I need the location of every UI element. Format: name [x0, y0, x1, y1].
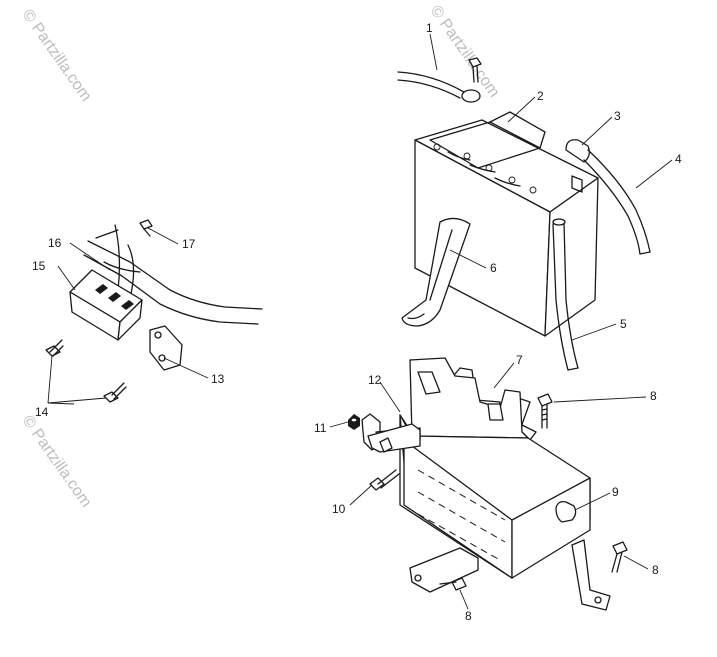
callout-8-right: 8	[652, 563, 659, 577]
callout-1: 1	[426, 21, 433, 35]
callout-13: 13	[211, 372, 225, 386]
callout-4: 4	[675, 152, 682, 166]
callout-12: 12	[368, 373, 382, 387]
callout-labels: 1 2 3 4 5 6 7 8 8 8 9 10 11 12 13 14 15 …	[32, 21, 682, 623]
bolt-8b-icon	[611, 541, 628, 573]
frame-tube-lower	[83, 254, 259, 325]
cable-4	[565, 139, 651, 255]
bolt-14b-icon	[103, 382, 127, 403]
callout-11: 11	[314, 421, 327, 435]
vent-tube	[552, 218, 579, 371]
left-assembly	[45, 219, 263, 403]
callout-8-top: 8	[650, 389, 657, 403]
callout-15: 15	[32, 259, 46, 273]
callout-16: 16	[48, 236, 62, 250]
terminal-boot	[565, 139, 590, 163]
cable-1	[397, 57, 482, 103]
battery	[414, 111, 599, 337]
leader-lines	[47, 33, 673, 610]
bottom-bracket-right	[571, 539, 611, 611]
wire-harness	[103, 224, 141, 299]
frame-tube	[87, 240, 263, 310]
watermark-bottom-left: © Partzilla.com	[19, 413, 95, 511]
battery-box	[361, 357, 611, 611]
bolt-14a-icon	[45, 339, 64, 357]
nut-11-icon	[348, 414, 360, 430]
callout-7: 7	[516, 353, 523, 367]
watermark-top-left: © Partzilla.com	[19, 7, 95, 105]
callout-8-bottom: 8	[465, 609, 472, 623]
callout-3: 3	[614, 109, 621, 123]
hold-down-strap	[401, 217, 471, 327]
bolt-10-icon	[369, 469, 400, 491]
bottom-bracket-left	[409, 547, 479, 593]
bolt-8a-icon	[537, 393, 553, 429]
bolt-17-icon	[139, 219, 153, 237]
callout-5: 5	[620, 317, 627, 331]
bolt-8c-icon	[439, 577, 467, 591]
callout-2: 2	[537, 89, 544, 103]
watermark-top-center: © Partzilla.com	[427, 3, 503, 101]
callout-10: 10	[332, 502, 346, 516]
callout-17: 17	[182, 237, 196, 251]
rubber-pad	[555, 500, 577, 523]
callout-14: 14	[35, 405, 49, 419]
callout-6: 6	[490, 261, 497, 275]
callout-9: 9	[612, 485, 619, 499]
mount-bracket	[149, 325, 183, 371]
